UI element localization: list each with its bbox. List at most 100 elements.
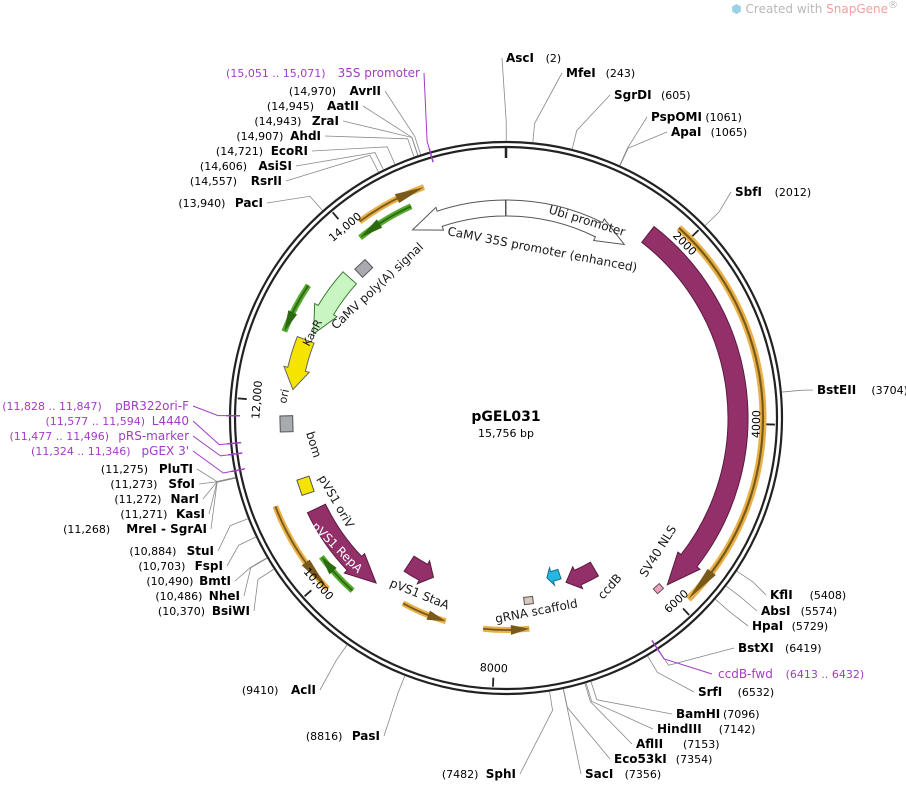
- site-bsiwi[interactable]: BsiWI(10,370): [158, 604, 250, 618]
- site-ecori[interactable]: EcoRI(14,721): [216, 144, 308, 158]
- primer-leader-prs-marker: [192, 435, 232, 457]
- site-position: (11,275): [101, 463, 148, 476]
- site-position: (7354): [676, 753, 713, 766]
- primer-leader-pgex-3: [192, 450, 235, 474]
- site-ahdi[interactable]: AhdI(14,907): [236, 129, 321, 143]
- site-position: (7356): [625, 768, 662, 781]
- site-name: SfoI: [168, 477, 195, 491]
- primer-pbr322ori-f[interactable]: pBR322ori-F(11,828 .. 11,847): [2, 399, 189, 413]
- site-asci[interactable]: AscI(2): [506, 51, 561, 65]
- site-hindiii[interactable]: HindIII (7142): [657, 722, 755, 736]
- site-avrii[interactable]: AvrII (14,970): [289, 84, 381, 98]
- pvs1-repa-arrow: [306, 503, 377, 584]
- site-position: (14,943): [254, 115, 301, 128]
- site-kfli[interactable]: KflI(5408): [770, 588, 846, 602]
- site-name: Eco53kI: [614, 752, 667, 766]
- site-kasi[interactable]: KasI(11,271): [120, 507, 205, 521]
- site-asisi[interactable]: AsiSI(14,606): [200, 159, 292, 173]
- site-zrai[interactable]: ZraI(14,943): [254, 114, 339, 128]
- site-name: SrfI: [698, 685, 722, 699]
- site-aflii[interactable]: AflII(7153): [636, 737, 720, 751]
- site-bmti[interactable]: BmtI(10,490): [146, 574, 231, 588]
- site-aatii[interactable]: AatII(14,945): [267, 99, 359, 113]
- site-sphi[interactable]: SphI(7482): [442, 767, 516, 781]
- site-bsteii[interactable]: BstEII(3704): [817, 383, 906, 397]
- site-name: NheI: [209, 589, 240, 603]
- site-position: (2012): [775, 186, 812, 199]
- site-position: (1061): [705, 111, 742, 124]
- plasmid-length: 15,756 bp: [478, 427, 534, 440]
- primer-mark: [651, 639, 661, 653]
- primer-prs-marker[interactable]: pRS-marker(11,477 .. 11,496): [9, 429, 189, 443]
- feature-label-grna-scaffold: gRNA scaffold: [494, 596, 579, 626]
- primer-pgex-3[interactable]: pGEX 3'(11,324 .. 11,346): [31, 444, 189, 458]
- site-leader-paci: [266, 195, 323, 211]
- snapgene-watermark: ⬢ Created with SnapGene®: [731, 0, 898, 16]
- site-stui[interactable]: StuI(10,884): [129, 544, 214, 558]
- site-nari[interactable]: NarI(11,272): [114, 492, 199, 506]
- backbone-outer-ring: [228, 140, 784, 696]
- site-position: (11,271): [120, 508, 167, 521]
- camv-35s-arrow: [411, 199, 507, 231]
- primer-l4440[interactable]: L4440(11,577 .. 11,594): [45, 414, 189, 428]
- site-name: BmtI: [199, 574, 231, 588]
- site-fspi[interactable]: FspI(10,703): [138, 559, 223, 573]
- site-leader-bstxi: [657, 647, 735, 666]
- site-eco53ki[interactable]: Eco53kI (7354): [614, 752, 712, 766]
- tick-marks: [237, 211, 775, 687]
- tick-mark: [331, 211, 340, 220]
- sv40-nls-box: [652, 582, 665, 595]
- site-leader-pspomi: [619, 116, 648, 166]
- site-position: (7142): [719, 723, 756, 736]
- site-name: HindIII: [657, 722, 702, 736]
- site-mrei-sgrai[interactable]: MreI - SgrAI(11,268): [63, 522, 207, 536]
- site-rsrii[interactable]: RsrII(14,557): [190, 174, 282, 188]
- site-sbfi[interactable]: SbfI (2012): [735, 185, 811, 199]
- primer-ccdb-fwd[interactable]: ccdB-fwd(6413 .. 6432): [718, 667, 864, 681]
- site-hpai[interactable]: HpaI(5729): [752, 619, 828, 633]
- primer-35s-promoter[interactable]: 35S promoter(15,051 .. 15,071): [226, 66, 420, 80]
- site-position: (14,970): [289, 85, 336, 98]
- site-name: MfeI: [566, 66, 596, 80]
- site-position: (14,557): [190, 175, 237, 188]
- primer-name: 35S promoter: [338, 66, 420, 80]
- site-absi[interactable]: AbsI(5574): [761, 604, 837, 618]
- site-leader-sphi: [519, 691, 553, 775]
- site-srfi[interactable]: SrfI(6532): [698, 685, 774, 699]
- site-name: KflI: [770, 588, 793, 602]
- cas9-orf-arrow: [678, 227, 765, 600]
- site-name: AvrII: [349, 84, 381, 98]
- site-leader-bsteii: [781, 389, 814, 393]
- site-leader-bamhi: [590, 681, 673, 715]
- site-bstxi[interactable]: BstXI(6419): [738, 641, 822, 655]
- site-position: (6419): [785, 642, 822, 655]
- site-leader-asisi: [295, 152, 384, 170]
- site-position: (10,486): [155, 590, 202, 603]
- site-position: (10,370): [158, 605, 205, 618]
- primer-range: (11,577 .. 11,594): [45, 415, 145, 428]
- site-pasi[interactable]: PasI(8816): [306, 729, 380, 743]
- site-apai[interactable]: ApaI(1065): [671, 125, 747, 139]
- site-leader-aflii: [584, 683, 633, 745]
- site-mfei[interactable]: MfeI(243): [566, 66, 635, 80]
- site-pspomi[interactable]: PspOMI(1061): [651, 110, 742, 124]
- site-position: (14,945): [267, 100, 314, 113]
- site-name: HpaI: [752, 619, 783, 633]
- primer-name: pBR322ori-F: [115, 399, 189, 413]
- site-acli[interactable]: AclI(9410): [242, 683, 316, 697]
- site-position: (11,268): [63, 523, 110, 536]
- site-leader-acli: [319, 644, 348, 691]
- site-sgrdi[interactable]: SgrDI(605): [614, 88, 691, 102]
- site-name: AsiSI: [258, 159, 292, 173]
- bom-box: [279, 415, 294, 433]
- site-leader-fspi: [226, 536, 257, 567]
- site-nhei[interactable]: NheI (10,486): [155, 589, 240, 603]
- site-pluti[interactable]: PluTI(11,275): [101, 462, 193, 476]
- site-saci[interactable]: SacI(7356): [585, 767, 661, 781]
- site-paci[interactable]: PacI(13,940): [178, 196, 263, 210]
- site-name: SbfI: [735, 185, 762, 199]
- site-bamhi[interactable]: BamHI(7096): [676, 707, 760, 721]
- site-sfoi[interactable]: SfoI(11,273): [110, 477, 195, 491]
- site-position: (7096): [723, 708, 760, 721]
- brand-reg: ®: [888, 0, 898, 11]
